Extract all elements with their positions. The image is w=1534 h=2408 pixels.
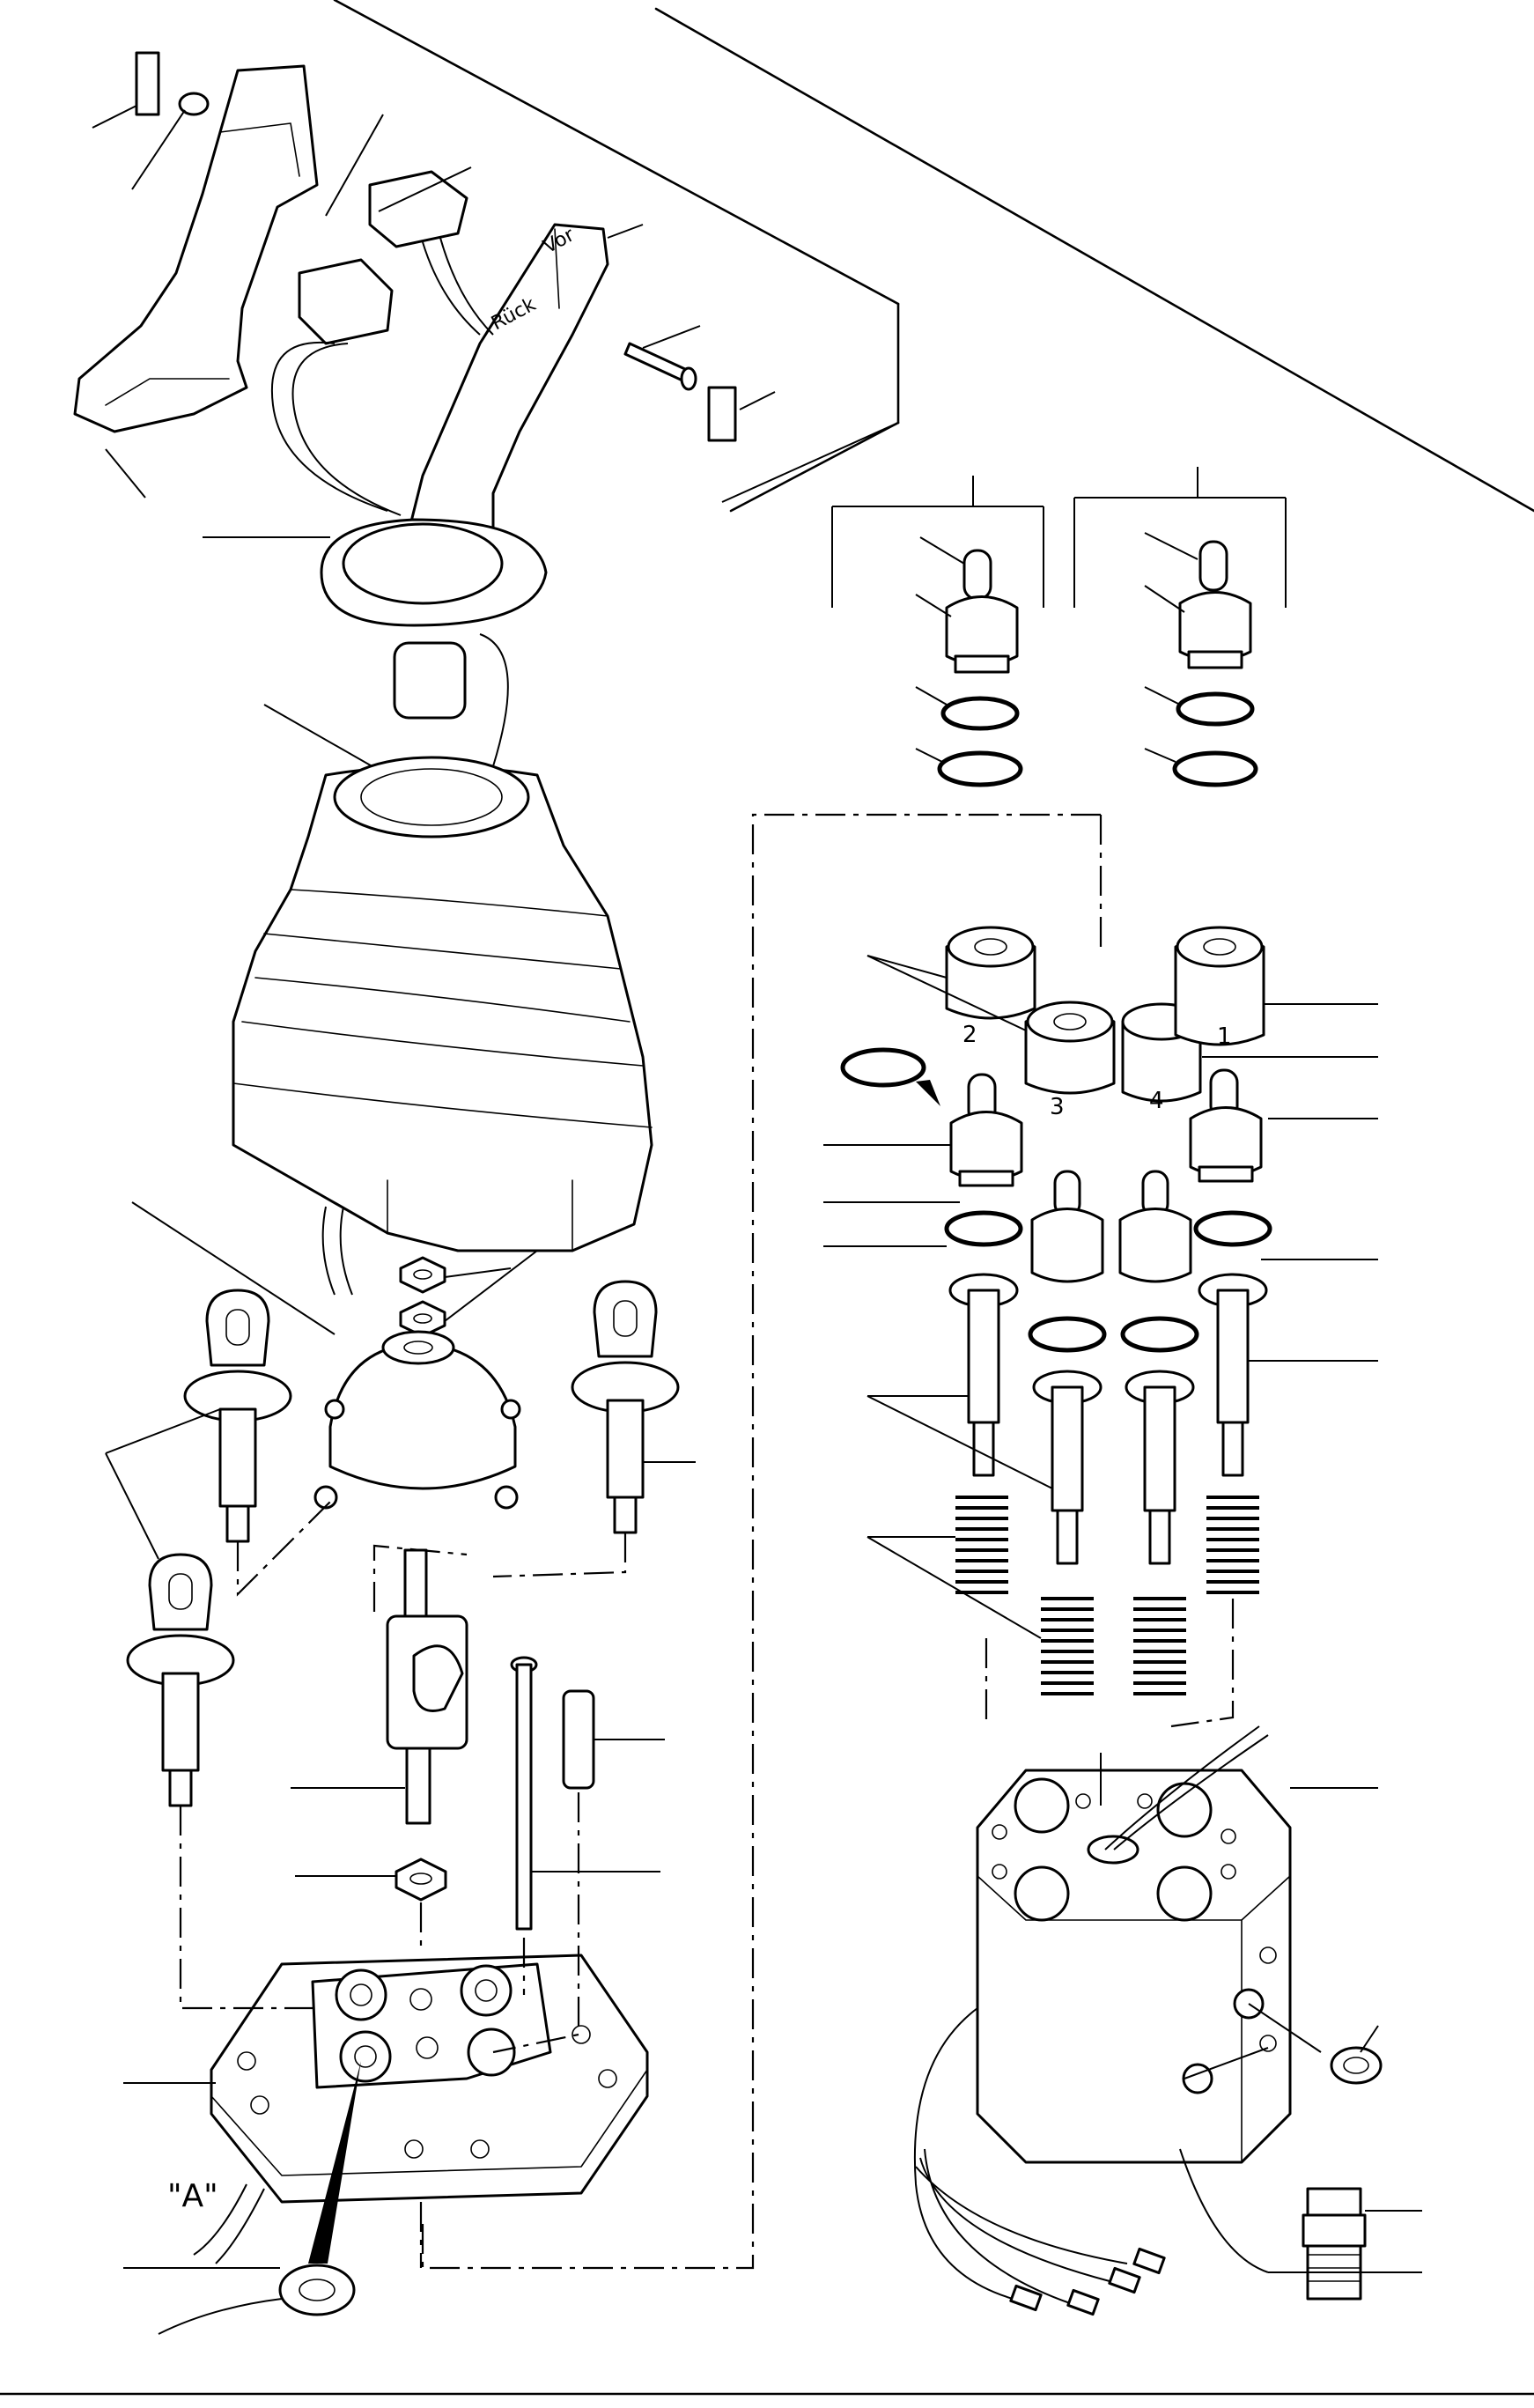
valve-cartridge-top-left	[937, 549, 1023, 787]
plug-and-fitting	[1302, 2046, 1383, 2301]
plungers	[948, 1273, 1268, 1565]
rubber-boot	[232, 756, 653, 1296]
pivot-dome	[131, 1201, 521, 1510]
handle-grip-main	[320, 223, 609, 720]
bushing-3	[1024, 1001, 1116, 1095]
middle-leader-lines	[823, 955, 1102, 1806]
long-bolt-and-pin	[510, 1656, 665, 1931]
upper-cartridge-group	[831, 467, 1287, 608]
bushing-1	[1174, 926, 1265, 1046]
position-label-1: 1	[1217, 1023, 1232, 1050]
base-nut	[295, 1858, 447, 1902]
base-plate-cable-and-sensor	[123, 2061, 361, 2335]
screw-and-cap	[623, 342, 737, 442]
view-a-label-group: "A"	[167, 2178, 218, 2214]
o-ring-loose	[840, 1047, 940, 1106]
position-number-labels: 2 3 4 1	[962, 1022, 1232, 1120]
handle-leader-lines	[92, 105, 899, 776]
block-wires	[913, 1725, 1269, 2316]
valve-block-boundary	[421, 813, 1103, 2270]
springs	[955, 1496, 1259, 1695]
position-label-2: 2	[962, 1022, 977, 1048]
left-dash-lines	[179, 1496, 1235, 2268]
wire-connectors	[270, 170, 509, 846]
handle-shell-left	[73, 51, 319, 433]
position-label-3: 3	[1050, 1094, 1065, 1120]
view-a-label: "A"	[167, 2178, 218, 2214]
universal-joint	[291, 1548, 468, 1825]
valve-block-housing	[976, 1769, 1292, 2164]
loop-plungers	[105, 1280, 696, 1807]
hex-nuts	[399, 1250, 538, 1338]
valve-cartridges-middle	[944, 1068, 1272, 1353]
position-label-4: 4	[1149, 1088, 1164, 1114]
base-plate	[210, 1954, 649, 2204]
bushing-2	[945, 926, 1036, 1020]
valve-cartridge-top-right	[1172, 540, 1258, 787]
upper-cartridge-leaders	[915, 532, 1198, 763]
right-leader-lines	[1179, 1003, 1422, 2273]
